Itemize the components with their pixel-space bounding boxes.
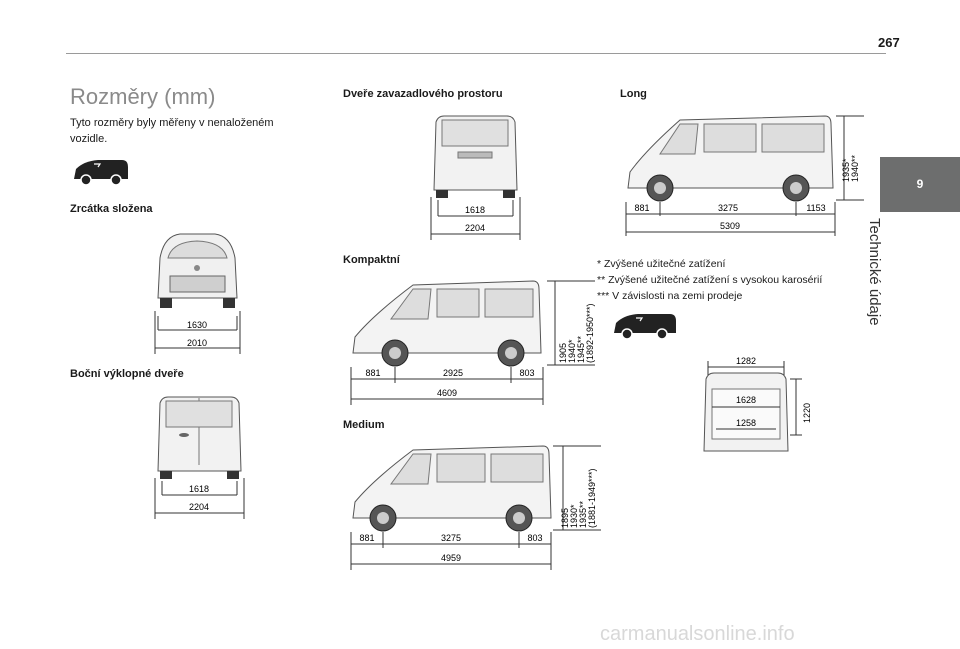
compact-height-3: (1892-1950***) bbox=[585, 303, 595, 363]
cargo-dim-inner: 1618 bbox=[465, 205, 485, 215]
medium-height-2: 1935** bbox=[578, 500, 588, 528]
long-side-diagram: 881 3275 1153 5309 1935* 1940** bbox=[625, 115, 864, 236]
compact-height-1: 1940* bbox=[567, 339, 577, 363]
cargo-height: 1220 bbox=[802, 403, 812, 423]
cargo-top: 1282 bbox=[736, 356, 756, 366]
compact-front: 881 bbox=[365, 368, 380, 378]
rear-dim-inner: 1618 bbox=[189, 484, 209, 494]
long-height-1: 1940** bbox=[850, 154, 860, 182]
footnote-1: * Zvýšené užitečné zatížení bbox=[597, 258, 726, 270]
cargo-mid: 1628 bbox=[736, 395, 756, 405]
rear-dim-outer: 2204 bbox=[189, 502, 209, 512]
front-dim-inner: 1630 bbox=[187, 320, 207, 330]
compact-heading: Kompaktní bbox=[343, 254, 400, 266]
page-number: 267 bbox=[878, 35, 900, 50]
footnotes: * Zvýšené užitečné zatížení ** Zvýšené u… bbox=[597, 256, 822, 304]
header-rule bbox=[66, 53, 886, 54]
medium-front: 881 bbox=[359, 533, 374, 543]
mirrors-folded-heading: Zrcátka složena bbox=[70, 203, 153, 215]
compact-total: 4609 bbox=[437, 388, 457, 398]
cargo-door-diagram: 1618 2204 bbox=[430, 115, 521, 240]
long-height-0: 1935* bbox=[841, 158, 851, 182]
chapter-tab[interactable]: 9 bbox=[880, 157, 960, 212]
compact-wheelbase: 2925 bbox=[443, 368, 463, 378]
watermark: carmanualsonline.info bbox=[600, 623, 795, 645]
medium-height-0: 1895 bbox=[560, 508, 570, 528]
medium-side-diagram: 881 3275 803 4959 1895 1930* 1935** (188… bbox=[350, 445, 601, 570]
front-view-diagram: 1630 2010 bbox=[154, 233, 241, 354]
van-icon-2 bbox=[614, 314, 676, 340]
long-heading: Long bbox=[620, 88, 647, 100]
front-dim-outer: 2010 bbox=[187, 338, 207, 348]
medium-rear: 803 bbox=[527, 533, 542, 543]
cargo-doors-heading: Dveře zavazadlového prostoru bbox=[343, 88, 503, 100]
compact-height-2: 1945** bbox=[576, 335, 586, 363]
compact-side-diagram: 881 2925 803 4609 1905 1940* 1945** (189… bbox=[350, 280, 595, 405]
footnote-2: ** Zvýšené užitečné zatížení s vysokou k… bbox=[597, 274, 823, 286]
footnote-3: *** V závislosti na zemi prodeje bbox=[597, 290, 743, 302]
rear-view-diagram: 1618 2204 bbox=[154, 396, 245, 519]
van-icon bbox=[74, 160, 128, 186]
medium-wheelbase: 3275 bbox=[441, 533, 461, 543]
cargo-area-diagram: 1282 1628 1258 1220 bbox=[703, 356, 812, 452]
compact-rear: 803 bbox=[519, 368, 534, 378]
side-doors-heading: Boční výklopné dveře bbox=[70, 368, 184, 380]
long-rear: 1153 bbox=[806, 203, 825, 213]
medium-height-1: 1930* bbox=[569, 504, 579, 528]
long-total: 5309 bbox=[720, 221, 740, 231]
medium-total: 4959 bbox=[441, 553, 461, 563]
section-title: Rozměry (mm) bbox=[70, 84, 216, 109]
medium-heading: Medium bbox=[343, 419, 385, 431]
intro-text: Tyto rozměry byly měřeny v nenaloženém v… bbox=[70, 117, 274, 145]
cargo-bottom: 1258 bbox=[736, 418, 756, 428]
compact-height-0: 1905 bbox=[558, 343, 568, 363]
cargo-dim-outer: 2204 bbox=[465, 223, 485, 233]
long-front: 881 bbox=[634, 203, 649, 213]
chapter-title: Technické údaje bbox=[866, 218, 883, 326]
medium-height-3: (1881-1949***) bbox=[587, 468, 597, 528]
long-wheelbase: 3275 bbox=[718, 203, 738, 213]
